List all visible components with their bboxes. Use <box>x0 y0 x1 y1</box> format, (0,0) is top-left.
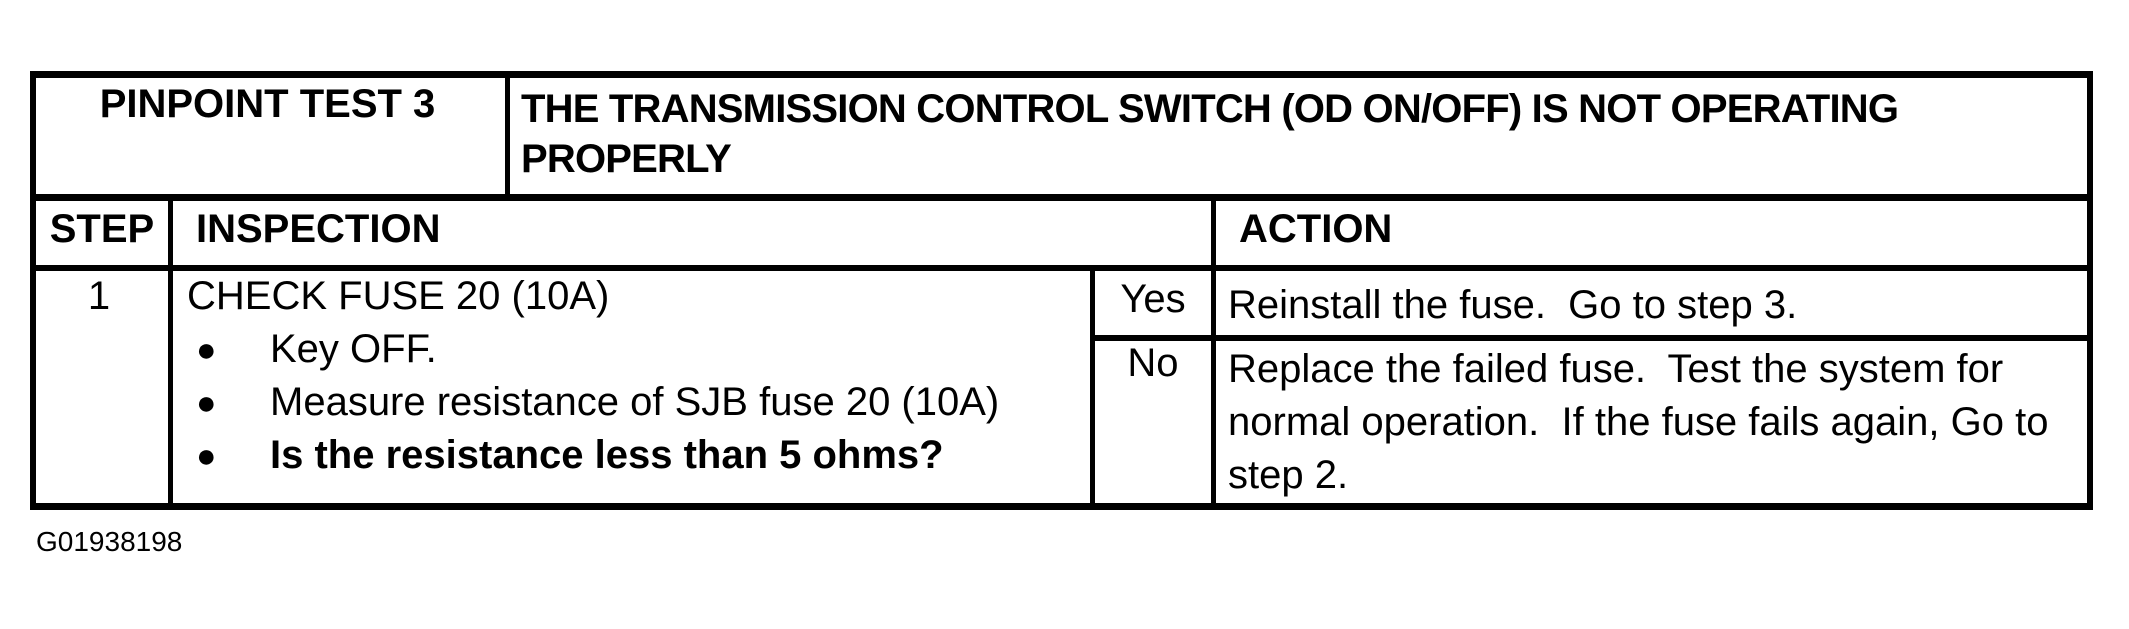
action-no-line3: step 2. <box>1228 453 1349 497</box>
action-yes-line1: Reinstall the fuse. Go to step 3. <box>1228 283 1798 327</box>
bullet-text: Measure resistance of SJB fuse 20 (10A) <box>270 380 1000 424</box>
table-outer-bottom-border <box>30 503 2093 510</box>
action-no: Replace the failed fuse. Test the system… <box>1228 343 2048 502</box>
action-no-line2: normal operation. If the fuse fails agai… <box>1228 400 2049 444</box>
inspection-bullet-item: ● Is the resistance less than 5 ohms? <box>196 435 944 475</box>
column-header-step: STEP <box>49 207 155 251</box>
result-label-no: No <box>1127 341 1179 385</box>
action-column-divider <box>1211 194 1216 510</box>
pinpoint-test-title: THE TRANSMISSION CONTROL SWITCH (OD ON/O… <box>521 84 2061 184</box>
header-cell-divider <box>505 71 510 201</box>
table-outer-right-border <box>2087 71 2093 510</box>
table-outer-top-border <box>30 71 2093 78</box>
column-header-bottom-border <box>30 265 2093 271</box>
bullet-icon: ● <box>196 384 217 422</box>
column-header-action: ACTION <box>1239 207 1393 251</box>
step-column-divider <box>168 194 173 510</box>
result-label-yes: Yes <box>1120 277 1186 321</box>
inspection-bullet-item: ● Key OFF. <box>196 329 437 369</box>
table-outer-left-border <box>30 71 36 510</box>
inspection-bullet-item: ● Measure resistance of SJB fuse 20 (10A) <box>196 382 999 422</box>
action-yes: Reinstall the fuse. Go to step 3. <box>1228 279 1797 332</box>
column-header-inspection: INSPECTION <box>196 207 441 251</box>
action-no-line1: Replace the failed fuse. Test the system… <box>1228 347 2004 391</box>
pinpoint-test-title-line1: THE TRANSMISSION CONTROL SWITCH (OD ON/O… <box>521 87 1899 131</box>
yes-no-row-divider <box>1092 335 2093 341</box>
bullet-icon: ● <box>196 331 217 369</box>
pinpoint-test-title-line2: PROPERLY <box>521 137 732 181</box>
figure-id-caption: G01938198 <box>36 526 183 557</box>
bullet-icon: ● <box>196 437 217 475</box>
inspection-title: CHECK FUSE 20 (10A) <box>187 274 610 318</box>
pinpoint-test-label: PINPOINT TEST 3 <box>99 82 436 126</box>
header-row-bottom-border <box>30 194 2093 201</box>
bullet-text: Key OFF. <box>270 327 437 371</box>
yesno-column-left-divider <box>1090 265 1095 510</box>
step-number: 1 <box>87 274 111 318</box>
bullet-text-question: Is the resistance less than 5 ohms? <box>270 433 944 477</box>
